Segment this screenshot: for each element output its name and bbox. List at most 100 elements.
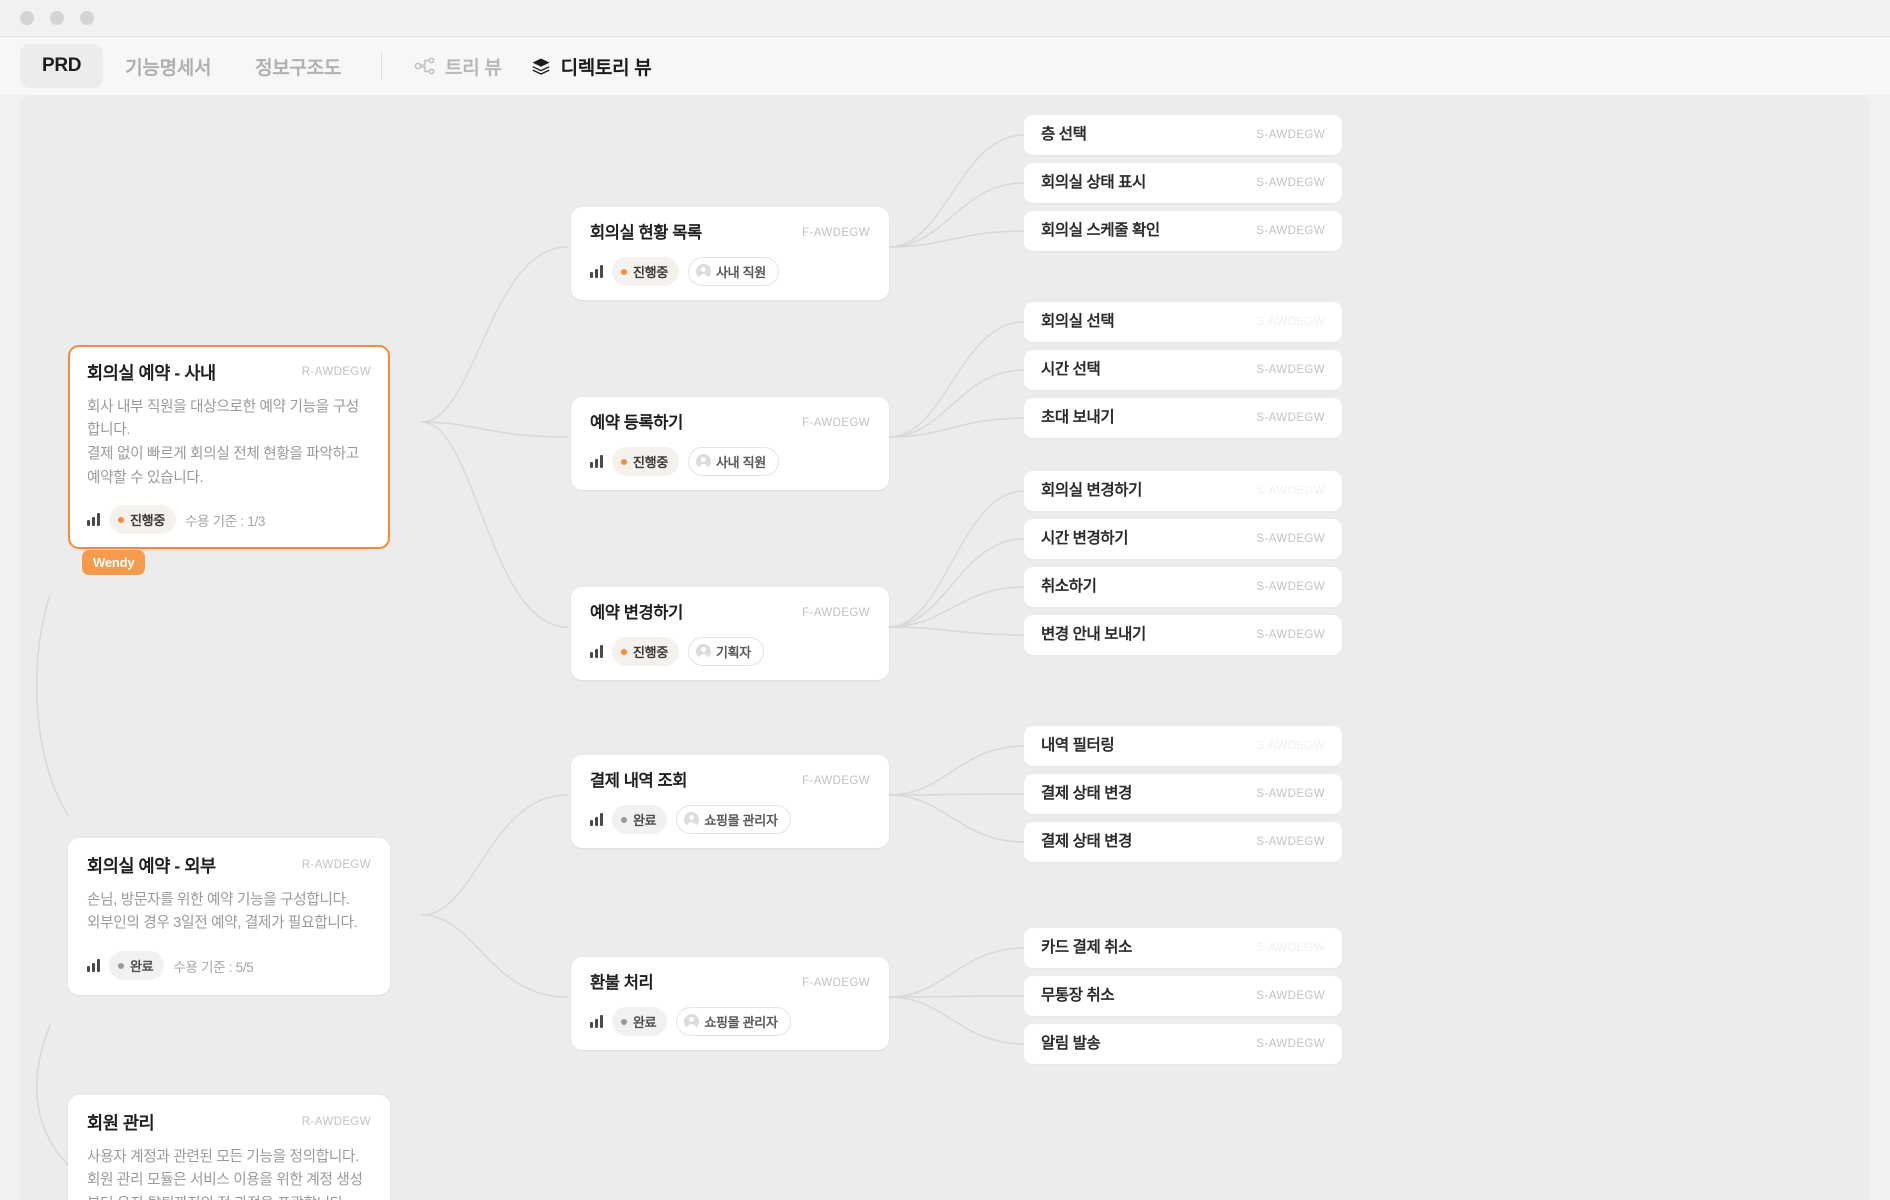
- window-controls: [20, 11, 94, 25]
- screen-row-title: 내역 필터링: [1041, 736, 1115, 754]
- status-badge: 진행중: [612, 447, 679, 477]
- screen-row-send-invite[interactable]: 초대 보내기 S-AWDEGW: [1024, 398, 1342, 438]
- status-badge-label: 진행중: [633, 265, 668, 281]
- role-badge-label: 사내 직원: [715, 455, 766, 471]
- status-badge: 진행중: [109, 505, 176, 535]
- screen-row-id: S-AWDEGW: [1256, 990, 1325, 1002]
- screen-row-title: 변경 안내 보내기: [1041, 625, 1146, 643]
- feature-card-refund-processing[interactable]: 환불 처리 F-AWDEGW 완료 쇼핑몰 관리자: [571, 957, 889, 1051]
- screen-row-id: S-AWDEGW: [1256, 412, 1325, 424]
- screen-row-title: 회의실 스케줄 확인: [1041, 221, 1160, 239]
- screen-row-id: S-AWDEGW: [1256, 485, 1325, 497]
- feature-card-meta: 진행중 사내 직원: [590, 257, 870, 287]
- screen-row-history-filter[interactable]: 내역 필터링 S-AWDEGW: [1024, 726, 1342, 766]
- role-badge: 사내 직원: [687, 447, 779, 477]
- screen-row-change-room[interactable]: 회의실 변경하기 S-AWDEGW: [1024, 471, 1342, 511]
- root-card-description: 사용자 계정과 관련된 모든 기능을 정의합니다. 회원 관리 모듈은 서비스 …: [87, 1148, 363, 1200]
- screen-row-title: 결제 상태 변경: [1041, 832, 1132, 850]
- screen-row-floor-select[interactable]: 층 선택 S-AWDEGW: [1024, 115, 1342, 155]
- feature-card-id: F-AWDEGW: [802, 607, 870, 619]
- feature-card-title: 회의실 현황 목록: [590, 224, 702, 242]
- screen-row-title: 결제 상태 변경: [1041, 784, 1132, 802]
- screen-row-room-schedule-check[interactable]: 회의실 스케줄 확인 S-AWDEGW: [1024, 211, 1342, 251]
- feature-card-create-reservation[interactable]: 예약 등록하기 F-AWDEGW 진행중 사내 직원: [571, 397, 889, 491]
- screen-row-payment-status-change-2[interactable]: 결제 상태 변경 S-AWDEGW: [1024, 822, 1342, 862]
- root-card-member-management[interactable]: 회원 관리 R-AWDEGW 사용자 계정과 관련된 모든 기능을 정의합니다.…: [68, 1095, 390, 1200]
- view-toggle-directory[interactable]: 디렉토리 뷰: [516, 45, 666, 88]
- screen-row-change-time[interactable]: 시간 변경하기 S-AWDEGW: [1024, 519, 1342, 559]
- person-icon: [695, 454, 711, 470]
- role-badge-label: 사내 직원: [715, 265, 766, 281]
- root-card-header: 회의실 예약 - 외부 R-AWDEGW: [87, 855, 371, 878]
- status-badge-label: 진행중: [130, 513, 165, 529]
- screen-row-send-notification[interactable]: 알림 발송 S-AWDEGW: [1024, 1024, 1342, 1064]
- view-toggle-directory-label: 디렉토리 뷰: [560, 57, 652, 79]
- role-badge-label: 쇼핑몰 관리자: [704, 1015, 778, 1031]
- directory-canvas[interactable]: 회의실 예약 - 사내 R-AWDEGW 회사 내부 직원을 대상으로한 예약 …: [20, 95, 1870, 1200]
- screen-row-id: S-AWDEGW: [1256, 740, 1325, 752]
- screen-row-title: 카드 결제 취소: [1041, 938, 1132, 956]
- maximize-window-icon[interactable]: [80, 11, 94, 25]
- status-badge-label: 완료: [633, 813, 657, 829]
- screen-row-payment-status-change-1[interactable]: 결제 상태 변경 S-AWDEGW: [1024, 774, 1342, 814]
- screen-row-card-payment-cancel[interactable]: 카드 결제 취소 S-AWDEGW: [1024, 928, 1342, 968]
- feature-card-title: 결제 내역 조회: [590, 772, 688, 790]
- status-dot-icon: [621, 1018, 627, 1025]
- view-toggle-tree[interactable]: 트리 뷰: [400, 45, 516, 88]
- feature-card-meta: 진행중 사내 직원: [590, 447, 870, 477]
- feature-card-title: 예약 변경하기: [590, 604, 683, 622]
- root-card-description: 손님, 방문자를 위한 예약 기능을 구성합니다. 외부인의 경우 3일전 예약…: [87, 891, 358, 932]
- root-card-meta: 진행중 수용 기준 : 1/3: [87, 505, 371, 535]
- screen-row-bank-transfer-cancel[interactable]: 무통장 취소 S-AWDEGW: [1024, 976, 1342, 1016]
- status-dot-icon: [621, 268, 627, 275]
- close-window-icon[interactable]: [20, 11, 34, 25]
- person-icon: [695, 264, 711, 280]
- screen-row-id: S-AWDEGW: [1256, 533, 1325, 545]
- layers-icon: [530, 56, 552, 76]
- view-toggle-tree-label: 트리 뷰: [445, 57, 502, 79]
- screen-row-time-select[interactable]: 시간 선택 S-AWDEGW: [1024, 350, 1342, 390]
- feature-card-payment-history[interactable]: 결제 내역 조회 F-AWDEGW 완료 쇼핑몰 관리자: [571, 755, 889, 849]
- root-card-meeting-room-internal[interactable]: 회의실 예약 - 사내 R-AWDEGW 회사 내부 직원을 대상으로한 예약 …: [68, 345, 390, 550]
- screen-row-title: 시간 선택: [1041, 360, 1101, 378]
- feature-card-header: 환불 처리 F-AWDEGW: [590, 973, 870, 994]
- feature-card-header: 결제 내역 조회 F-AWDEGW: [590, 771, 870, 792]
- toolbar: PRD 기능명세서 정보구조도 트리 뷰: [0, 37, 1890, 95]
- screen-row-room-select[interactable]: 회의실 선택 S-AWDEGW: [1024, 302, 1342, 342]
- feature-card-change-reservation[interactable]: 예약 변경하기 F-AWDEGW 진행중 기획자: [571, 587, 889, 681]
- root-card-header: 회의실 예약 - 사내 R-AWDEGW: [87, 362, 371, 385]
- status-badge: 완료: [109, 951, 165, 981]
- priority-bars-icon: [87, 959, 100, 973]
- screen-row-id: S-AWDEGW: [1256, 129, 1325, 141]
- feature-card-header: 예약 등록하기 F-AWDEGW: [590, 413, 870, 434]
- feature-card-header: 회의실 현황 목록 F-AWDEGW: [590, 223, 870, 244]
- priority-bars-icon: [590, 1015, 603, 1029]
- root-card-meeting-room-external[interactable]: 회의실 예약 - 외부 R-AWDEGW 손님, 방문자를 위한 예약 기능을 …: [68, 838, 390, 996]
- screen-row-send-change-notice[interactable]: 변경 안내 보내기 S-AWDEGW: [1024, 615, 1342, 655]
- minimize-window-icon[interactable]: [50, 11, 64, 25]
- screen-row-id: S-AWDEGW: [1256, 581, 1325, 593]
- screen-row-id: S-AWDEGW: [1256, 364, 1325, 376]
- screen-row-room-status-display[interactable]: 회의실 상태 표시 S-AWDEGW: [1024, 163, 1342, 203]
- connector-lines: [35, 134, 1025, 1166]
- feature-card-header: 예약 변경하기 F-AWDEGW: [590, 603, 870, 624]
- tab-information-architecture[interactable]: 정보구조도: [255, 57, 342, 79]
- screen-row-title: 초대 보내기: [1041, 408, 1115, 426]
- root-card-header: 회원 관리 R-AWDEGW: [87, 1112, 371, 1135]
- person-icon: [684, 812, 700, 828]
- root-card-title: 회원 관리: [87, 1113, 155, 1133]
- capacity-label: 수용 기준 : 1/3: [184, 513, 266, 529]
- root-card-title: 회의실 예약 - 사내: [87, 363, 216, 383]
- person-icon: [695, 644, 711, 660]
- feature-card-title: 환불 처리: [590, 974, 654, 992]
- person-icon: [684, 1014, 700, 1030]
- status-badge-label: 완료: [633, 1015, 657, 1031]
- screen-row-id: S-AWDEGW: [1256, 836, 1325, 848]
- feature-card-room-status-list[interactable]: 회의실 현황 목록 F-AWDEGW 진행중 사내 직원: [571, 207, 889, 301]
- screen-row-cancel[interactable]: 취소하기 S-AWDEGW: [1024, 567, 1342, 607]
- tab-feature-spec[interactable]: 기능명세서: [125, 57, 212, 79]
- tab-prd[interactable]: PRD: [20, 44, 104, 88]
- feature-card-meta: 진행중 기획자: [590, 637, 870, 667]
- owner-badge-wendy[interactable]: Wendy: [82, 550, 146, 575]
